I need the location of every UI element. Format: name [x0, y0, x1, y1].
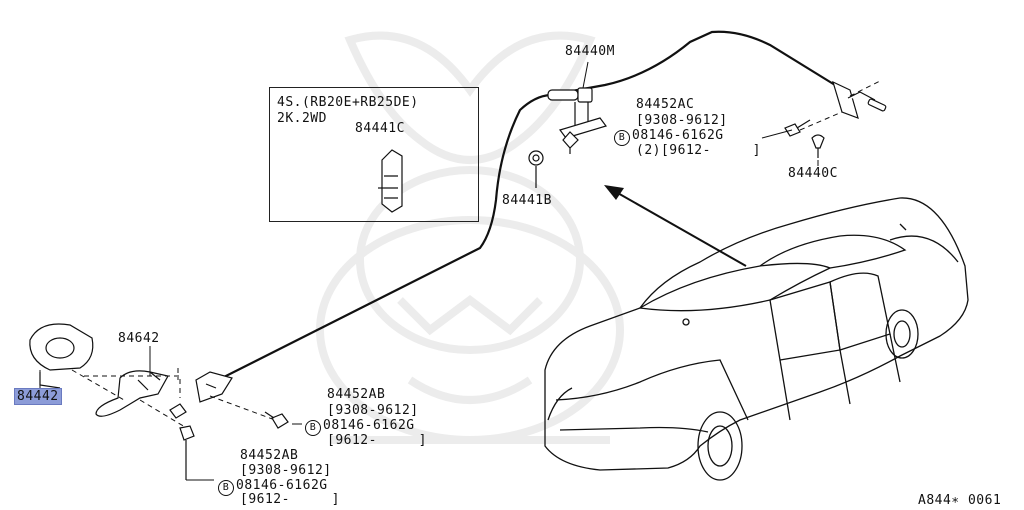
bolt-symbol-icon: B	[305, 420, 321, 436]
label-bolt-mid-part: 84452AB	[327, 387, 386, 402]
release-handle-assembly	[29, 323, 233, 419]
bracket-guideline	[799, 79, 883, 131]
spec-line-body: 2K.2WD	[277, 111, 327, 126]
car-illustration	[544, 197, 969, 481]
bolt-symbol-icon: B	[218, 480, 234, 496]
bolt-mid-code-text: 08146-6162G	[323, 418, 415, 433]
label-bolt-top-part: 84452AC	[636, 97, 695, 112]
clip-84440c	[811, 134, 825, 158]
label-latch: 84441C	[355, 121, 405, 136]
label-bolt-mid-date2: [9612- ]	[327, 433, 427, 448]
direction-arrow	[604, 185, 747, 267]
engine-spec-box	[269, 87, 479, 222]
handle-guidelines	[71, 368, 276, 431]
spec-line-engine: 4S.(RB20E+RB25DE)	[277, 95, 419, 110]
label-housing: 84642	[118, 331, 160, 346]
label-bolt-top-date1: [9308-9612]	[636, 113, 728, 128]
cable-adjuster	[547, 87, 607, 154]
bolt-low-code-text: 08146-6162G	[236, 478, 328, 493]
leader-lines	[39, 61, 819, 481]
bolt-top-code-text: 08146-6162G	[632, 128, 724, 143]
bolt-mid	[264, 411, 289, 429]
bolt-symbol-icon: B	[614, 130, 630, 146]
label-bolt-low-part: 84452AB	[240, 448, 299, 463]
bolt-low	[179, 425, 195, 480]
label-clip: 84440C	[788, 166, 838, 181]
label-bolt-mid-date1: [9308-9612]	[327, 403, 419, 418]
latch-84441c	[378, 149, 403, 213]
hood-lock-bracket	[832, 80, 887, 119]
label-bolt-low-date1: [9308-9612]	[240, 463, 332, 478]
grommet	[528, 150, 544, 188]
figure-code: A844∗ 0061	[918, 493, 1002, 508]
label-bolt-low-date2: [9612- ]	[240, 492, 340, 507]
label-handle-highlight[interactable]: 84442	[14, 388, 62, 405]
label-cable: 84440M	[565, 44, 615, 59]
watermark-emblem	[316, 31, 624, 444]
bolt-top	[784, 119, 811, 137]
label-grommet: 84441B	[502, 193, 552, 208]
label-bolt-top-date2: (2)[9612- ]	[636, 143, 761, 158]
release-cable	[211, 30, 836, 384]
